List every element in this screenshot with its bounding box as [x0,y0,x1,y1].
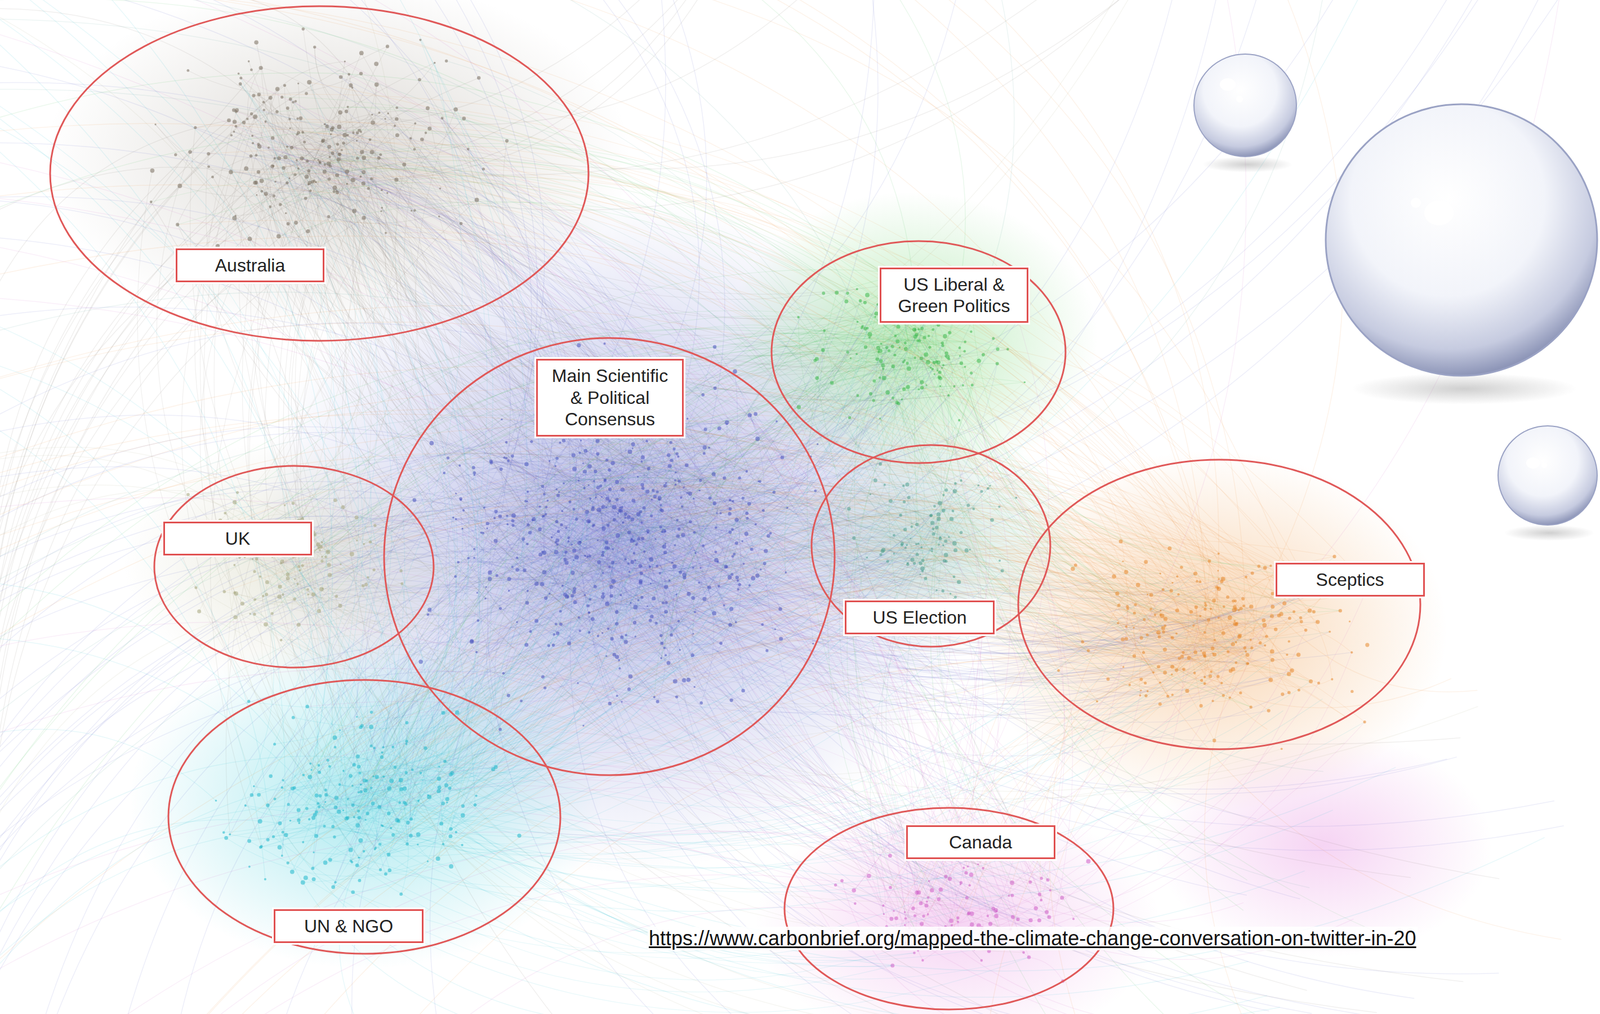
cluster-label: Australia [175,248,325,283]
cluster-label: UN & NGO [273,908,424,943]
cluster-outline [48,5,590,342]
cluster-ellipse: US Liberal & Green Politics [770,239,1067,465]
cluster-label: UK [163,521,313,556]
cluster-label: Main Scientific & Political Consensus [536,358,684,436]
cluster-outline [153,464,435,669]
cluster-label: Canada [906,825,1056,859]
source-url: https://www.carbonbrief.org/mapped-the-c… [647,926,1418,951]
cluster-label: US Liberal & Green Politics [879,267,1029,324]
cluster-ellipse: Australia [48,5,590,342]
cluster-label: Sceptics [1275,562,1425,597]
cluster-ellipse: UK [153,464,435,669]
cluster-ellipse: Canada [783,806,1115,1011]
cluster-ellipse: UN & NGO [167,678,562,955]
cluster-outline [1017,458,1422,751]
cluster-ellipse: US Election [810,443,1052,648]
cluster-ellipse: Sceptics [1017,458,1422,751]
cluster-label: US Election [844,600,995,635]
cluster-ellipse: Main Scientific & Political Consensus [382,336,836,777]
